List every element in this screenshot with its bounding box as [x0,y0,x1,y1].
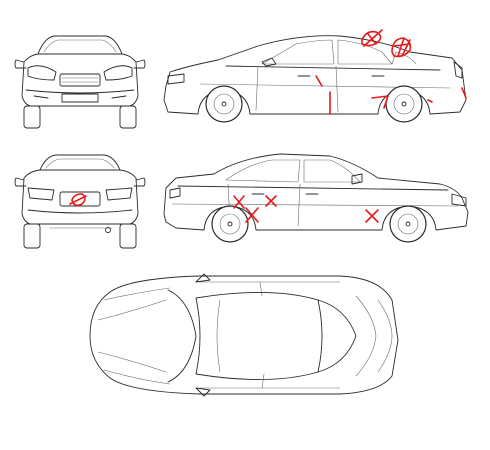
damage-cross-1 [233,195,245,209]
top-view [89,273,399,397]
damage-scribble-roof-rear [391,37,412,58]
damage-line-rear [371,95,389,109]
damage-line-bumper [427,87,467,103]
left-side-view [163,153,469,243]
damage-cross-4 [365,209,379,223]
right-side-view [163,35,467,123]
rear-view [14,154,146,249]
front-view [14,35,146,129]
damage-line-door [315,75,323,87]
damage-marks [69,29,467,223]
damage-scribble-rear-plate [69,193,87,207]
damage-cross-2 [265,195,277,207]
damage-scribble-roof-front [361,29,383,47]
damage-cross-3 [245,207,259,223]
